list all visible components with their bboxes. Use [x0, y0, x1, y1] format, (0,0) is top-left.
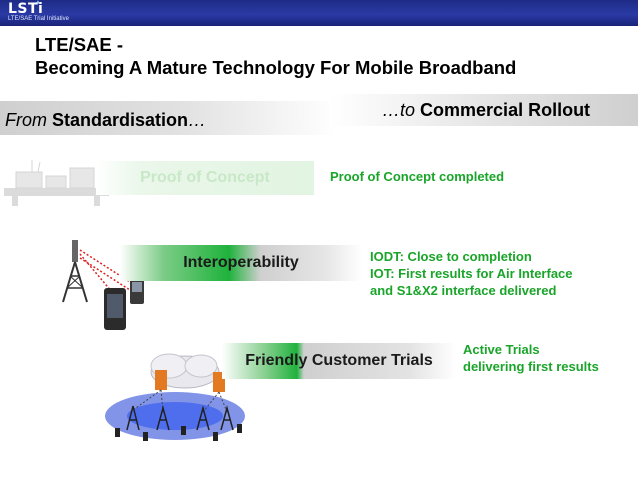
title-line-2: Becoming A Mature Technology For Mobile …	[35, 57, 517, 78]
from-band-label: From Standardisation…	[5, 110, 206, 131]
proof-status-line-1: Proof of Concept completed	[330, 169, 505, 184]
title-line-1: LTE/SAE -	[35, 34, 124, 55]
from-bold: Standardisation	[52, 110, 189, 130]
stage-friendly-customer-trials: Friendly Customer Trials	[222, 343, 456, 379]
logo-sparkle-icon: ✦	[35, 0, 41, 7]
interop-status: IODT: Close to completion IOT: First res…	[370, 248, 573, 299]
stage-trials-label: Friendly Customer Trials	[245, 352, 433, 369]
to-bold: Commercial Rollout	[420, 100, 591, 120]
stage-interoperability: Interoperability	[120, 245, 362, 281]
stage-proof-label: Proof of Concept	[140, 169, 270, 186]
interop-status-line-2: IOT: First results for Air Interface	[370, 266, 573, 281]
to-band	[330, 94, 638, 126]
trials-status-line-2: delivering first results	[463, 359, 599, 374]
interop-status-line-3: and S1&X2 interface delivered	[370, 283, 557, 298]
proof-status: Proof of Concept completed	[330, 168, 504, 185]
interop-status-line-1: IODT: Close to completion	[370, 249, 532, 264]
slide-title: LTE/SAE - Becoming A Mature Technology F…	[35, 33, 516, 79]
stage-proof-of-concept: Proof of Concept	[96, 161, 314, 195]
from-prefix: From	[5, 110, 47, 130]
to-band-label: …to Commercial Rollout	[382, 100, 590, 121]
to-prefix: …to	[382, 100, 416, 120]
lsti-logo: LSTi LTE/SAE Trial Initiative	[8, 2, 69, 23]
stage-interop-label: Interoperability	[183, 254, 299, 271]
cell-tower-icon	[62, 240, 144, 330]
from-band	[0, 101, 338, 135]
header-bar: LSTi LTE/SAE Trial Initiative ✦	[0, 0, 638, 26]
logo-subtitle: LTE/SAE Trial Initiative	[8, 16, 69, 22]
from-suffix: …	[188, 110, 207, 130]
logo-text: LSTi	[8, 1, 44, 17]
lab-equipment-icon	[4, 160, 109, 206]
trials-status: Active Trials delivering first results	[463, 341, 599, 375]
trials-status-line-1: Active Trials	[463, 342, 540, 357]
network-cloud-icon	[105, 353, 245, 441]
